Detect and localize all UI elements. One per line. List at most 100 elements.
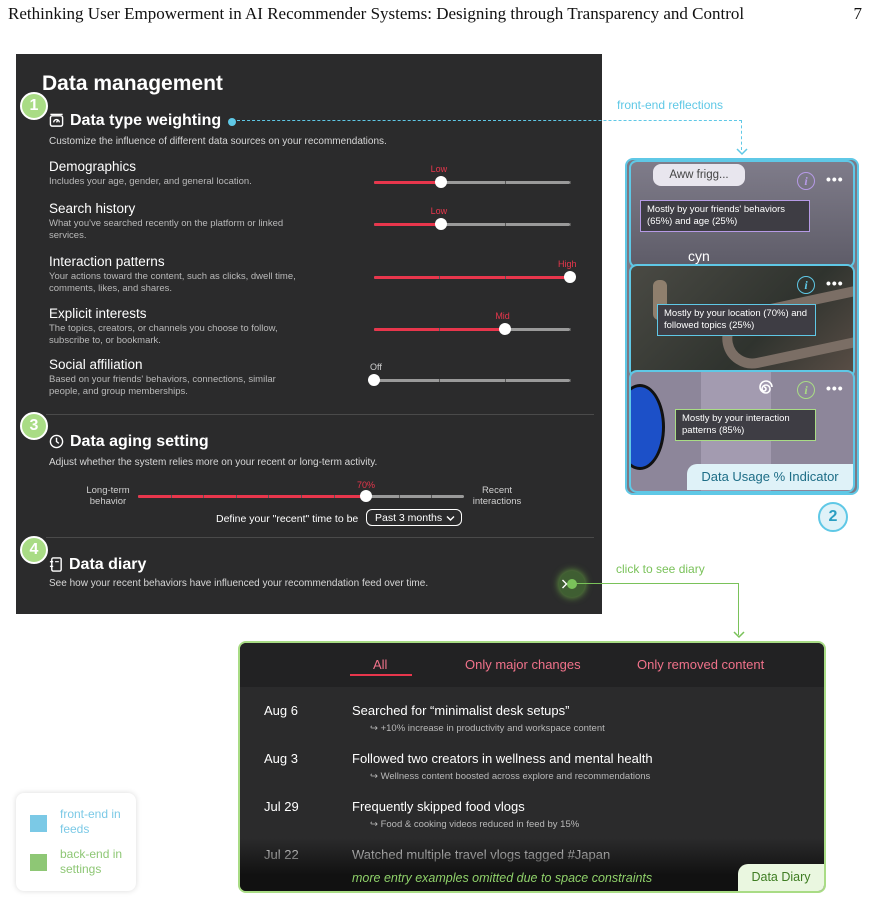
divider bbox=[46, 537, 594, 538]
tab-major-changes[interactable]: Only major changes bbox=[465, 657, 581, 672]
feed-preview: Aww frigg... i ••• Mostly by your friend… bbox=[625, 158, 859, 495]
weight-slider[interactable] bbox=[374, 218, 571, 230]
data-diary-label: Data Diary bbox=[738, 864, 824, 891]
chevron-right-icon bbox=[562, 579, 568, 589]
influence-tooltip: Mostly by your location (70%) and follow… bbox=[657, 304, 816, 336]
legend-label-back-end: back-end in settings bbox=[60, 847, 123, 876]
slider-knob[interactable] bbox=[564, 271, 576, 283]
badge-4: 4 bbox=[20, 536, 48, 564]
slider-tick bbox=[504, 276, 506, 279]
badge-2: 2 bbox=[818, 502, 848, 532]
diary-tabs: All Only major changes Only removed cont… bbox=[240, 643, 824, 687]
arrow-down-icon bbox=[736, 148, 748, 156]
entry-date: Aug 6 bbox=[264, 703, 298, 718]
diary-icon bbox=[49, 557, 62, 572]
info-icon[interactable]: i bbox=[797, 381, 815, 399]
slider-tick bbox=[504, 181, 506, 184]
slider-tick bbox=[439, 276, 441, 279]
tab-removed-content[interactable]: Only removed content bbox=[637, 657, 765, 672]
weight-level-label: Mid bbox=[495, 311, 510, 321]
slider-tick bbox=[439, 379, 441, 382]
slider-knob[interactable] bbox=[434, 176, 447, 188]
section-desc: See how your recent behaviors have influ… bbox=[49, 578, 429, 589]
entry-subtitle: ↪ +10% increase in productivity and work… bbox=[370, 723, 605, 734]
slider-tick bbox=[504, 379, 506, 382]
more-icon[interactable]: ••• bbox=[826, 380, 844, 396]
entry-title: Followed two creators in wellness and me… bbox=[352, 751, 653, 766]
slider-knob[interactable] bbox=[499, 323, 512, 335]
slider-knob[interactable] bbox=[368, 374, 380, 386]
aging-value-label: 70% bbox=[357, 480, 376, 490]
arrow-down-icon bbox=[733, 631, 745, 639]
weight-row-title: Explicit interests bbox=[49, 306, 147, 321]
dashed-connector bbox=[741, 120, 742, 150]
legend: front-end in feeds back-end in settings bbox=[16, 793, 136, 891]
open-diary-button[interactable] bbox=[559, 571, 585, 597]
legend-swatch-back-end bbox=[30, 854, 47, 871]
influence-tooltip: Mostly by your interaction patterns (85%… bbox=[675, 409, 816, 441]
slider-tick bbox=[570, 379, 571, 382]
section-desc: Customize the influence of different dat… bbox=[49, 136, 387, 147]
click-to-see-diary-label: click to see diary bbox=[616, 562, 705, 576]
slider-tick bbox=[170, 495, 172, 498]
section-desc: Adjust whether the system relies more on… bbox=[49, 457, 378, 468]
info-icon[interactable]: i bbox=[797, 276, 815, 294]
swirl-icon[interactable] bbox=[755, 380, 773, 398]
entry-date: Aug 3 bbox=[264, 751, 298, 766]
more-icon[interactable]: ••• bbox=[826, 275, 844, 291]
feed-card-2[interactable]: i ••• Mostly by your location (70%) and … bbox=[629, 264, 855, 378]
slider-tick bbox=[570, 328, 571, 331]
feed-card-3[interactable]: i ••• Mostly by your interaction pattern… bbox=[629, 370, 855, 493]
running-header: Rethinking User Empowerment in AI Recomm… bbox=[8, 4, 868, 24]
entry-title: Frequently skipped food vlogs bbox=[352, 799, 525, 814]
slider-knob[interactable] bbox=[434, 218, 447, 230]
slider-tick bbox=[333, 495, 335, 498]
scale-icon bbox=[49, 113, 64, 127]
blue-shape bbox=[631, 384, 665, 470]
fade-overlay bbox=[240, 838, 824, 891]
diary-connector bbox=[738, 583, 739, 635]
data-aging-slider[interactable] bbox=[138, 490, 464, 502]
entry-title: Searched for “minimalist desk setups” bbox=[352, 703, 570, 718]
weight-slider[interactable] bbox=[374, 271, 576, 283]
weight-level-label: Low bbox=[430, 206, 448, 216]
recent-label: Recent interactions bbox=[472, 485, 522, 507]
recent-period-select[interactable]: Past 3 months bbox=[366, 509, 462, 526]
weight-row-title: Social affiliation bbox=[49, 357, 143, 372]
weight-level-label: Off bbox=[370, 362, 382, 372]
comment-bubble: Aww frigg... bbox=[653, 164, 745, 186]
entry-subtitle: ↪ Food & cooking videos reduced in feed … bbox=[370, 819, 580, 830]
section-title-text: Data aging setting bbox=[70, 433, 209, 450]
slider-tick bbox=[439, 328, 441, 331]
weight-level-label: High bbox=[558, 259, 577, 269]
slider-fill bbox=[374, 276, 570, 279]
weight-row-title: Demographics bbox=[49, 159, 137, 174]
more-icon[interactable]: ••• bbox=[826, 171, 844, 187]
weight-slider[interactable] bbox=[374, 323, 571, 335]
weight-slider[interactable] bbox=[374, 176, 571, 188]
section-title-text: Data diary bbox=[69, 556, 147, 573]
dashed-connector bbox=[237, 120, 742, 121]
diary-connector bbox=[569, 583, 739, 584]
paper-title: Rethinking User Empowerment in AI Recomm… bbox=[8, 4, 745, 23]
feed-card-1[interactable]: Aww frigg... i ••• Mostly by your friend… bbox=[629, 160, 855, 268]
slider-fill bbox=[138, 495, 367, 498]
select-value: Past 3 months bbox=[375, 512, 443, 524]
weight-row-desc: The topics, creators, or channels you ch… bbox=[49, 323, 278, 346]
section-data-diary-title: Data diary bbox=[49, 556, 146, 574]
weight-slider[interactable] bbox=[368, 374, 571, 386]
slider-knob[interactable] bbox=[360, 490, 373, 502]
tab-all[interactable]: All bbox=[373, 657, 388, 672]
weight-row-desc: Includes your age, gender, and general l… bbox=[49, 176, 252, 187]
entry-date: Jul 29 bbox=[264, 799, 299, 814]
long-term-label: Long-term behavior bbox=[86, 485, 130, 507]
slider-fill bbox=[374, 181, 441, 184]
info-icon[interactable]: i bbox=[797, 172, 815, 190]
clock-icon bbox=[49, 434, 64, 449]
data-usage-indicator-label: Data Usage % Indicator bbox=[687, 464, 853, 490]
slider-tick bbox=[301, 495, 302, 498]
weight-row-desc: What you've searched recently on the pla… bbox=[49, 218, 284, 241]
front-end-reflections-label: front-end reflections bbox=[617, 98, 724, 112]
section-data-aging-title: Data aging setting bbox=[49, 433, 209, 451]
divider bbox=[46, 414, 594, 415]
